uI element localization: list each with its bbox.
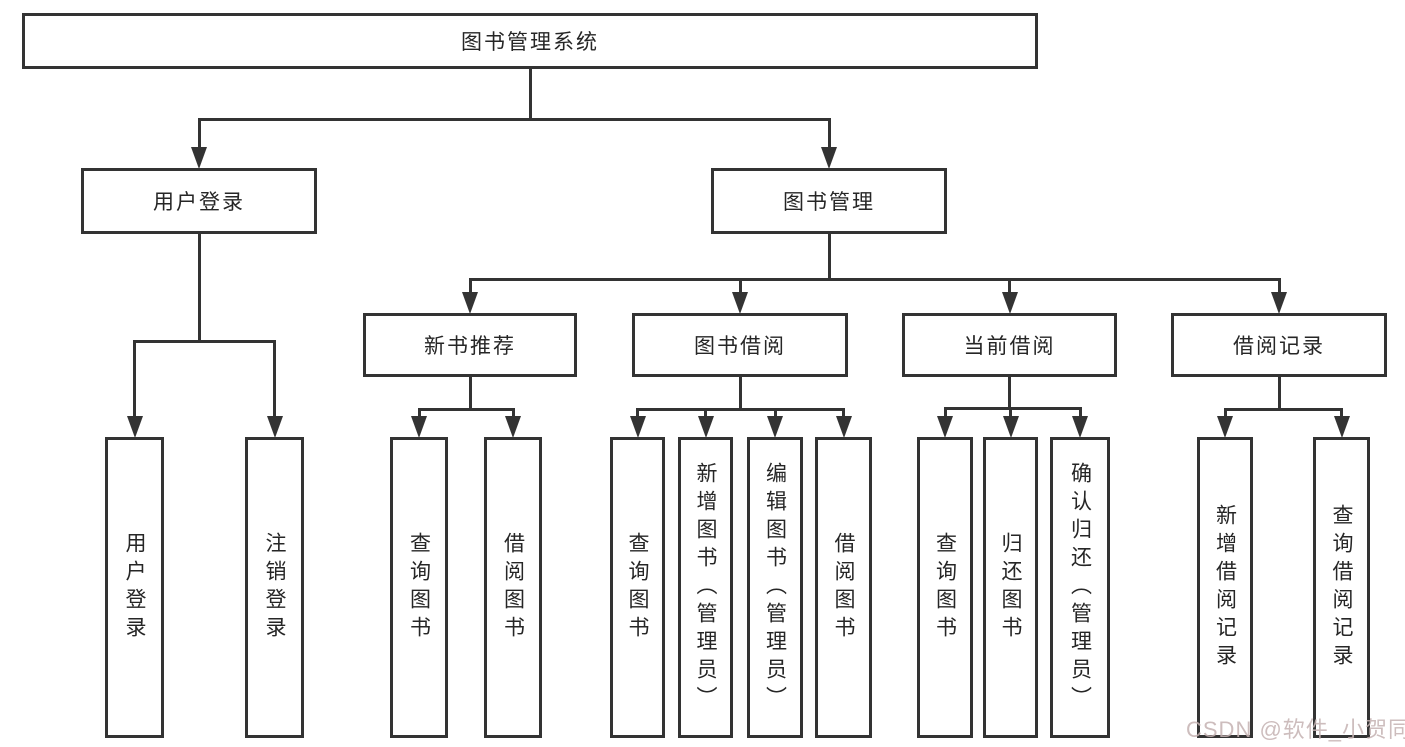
csdn-watermark: CSDN @软件_小贺同学 — [1186, 717, 1405, 742]
connector-line-vertical — [417, 408, 421, 418]
connector-line-vertical — [1223, 408, 1227, 418]
connector-line-vertical — [1078, 407, 1082, 418]
arrowhead-down-icon — [1333, 416, 1350, 438]
node-book-borrow-label: 图书借阅 — [694, 335, 786, 358]
node-leaf-query-borrow-record: 查询借阅记录 — [1313, 437, 1370, 738]
connector-line-vertical — [943, 407, 947, 418]
connector-line-vertical — [738, 278, 742, 294]
node-current-borrow-label: 当前借阅 — [963, 335, 1056, 358]
node-leaf-user-login-label: 用户登录 — [123, 531, 146, 644]
arrowhead-down-icon — [937, 416, 953, 438]
connector-line-vertical — [1277, 278, 1281, 294]
node-leaf-logout: 注销登录 — [245, 437, 304, 738]
connector-line-horizontal — [1223, 408, 1343, 411]
node-leaf-borrow-books-rec: 借阅图书 — [484, 437, 542, 738]
arrowhead-down-icon — [191, 147, 207, 169]
connector-line-vertical — [197, 234, 201, 343]
node-leaf-edit-books-admin: 编辑图书（管理员） — [747, 437, 803, 738]
node-library-system-label: 图书管理系统 — [461, 31, 599, 54]
node-borrow-record: 借阅记录 — [1171, 313, 1387, 377]
arrowhead-down-icon — [732, 292, 748, 314]
node-leaf-confirm-return-admin: 确认归还（管理员） — [1050, 437, 1110, 738]
node-book-management-label: 图书管理 — [783, 191, 875, 214]
arrowhead-down-icon — [1072, 416, 1088, 438]
connector-line-horizontal — [636, 408, 845, 411]
node-new-book-recommend: 新书推荐 — [363, 313, 577, 377]
node-book-borrow: 图书借阅 — [632, 313, 848, 377]
node-leaf-borrow-books: 借阅图书 — [815, 437, 872, 738]
arrowhead-down-icon — [697, 416, 714, 438]
node-leaf-query-books-current: 查询图书 — [917, 437, 973, 738]
node-leaf-query-books-rec: 查询图书 — [390, 437, 448, 738]
connector-line-vertical — [1009, 407, 1012, 418]
node-leaf-query-books-rec-label: 查询图书 — [407, 531, 431, 644]
arrowhead-down-icon — [821, 147, 837, 169]
node-leaf-add-books-admin-label: 新增图书（管理员） — [694, 461, 717, 714]
connector-line-horizontal — [417, 408, 515, 411]
connector-line-vertical — [1277, 377, 1281, 411]
connector-line-vertical — [1008, 377, 1011, 410]
node-leaf-query-borrow-record-label: 查询借阅记录 — [1330, 503, 1353, 672]
node-current-borrow: 当前借阅 — [902, 313, 1117, 377]
connector-line-vertical — [773, 408, 777, 418]
node-user-login-label: 用户登录 — [153, 191, 245, 214]
connector-line-vertical — [1008, 278, 1011, 294]
node-leaf-user-login: 用户登录 — [105, 437, 164, 738]
arrowhead-down-icon — [629, 416, 646, 438]
arrowhead-down-icon — [411, 416, 427, 438]
connector-line-vertical — [468, 278, 472, 294]
arrowhead-down-icon — [1217, 416, 1233, 438]
node-leaf-query-books-current-label: 查询图书 — [933, 531, 957, 644]
node-leaf-edit-books-admin-label: 编辑图书（管理员） — [763, 461, 787, 714]
connector-line-vertical — [273, 340, 276, 418]
arrowhead-down-icon — [505, 416, 521, 438]
arrowhead-down-icon — [1002, 416, 1019, 438]
node-leaf-query-books-borrow: 查询图书 — [610, 437, 665, 738]
connector-line-vertical — [827, 118, 831, 149]
connector-line-vertical — [636, 408, 639, 418]
node-leaf-return-books: 归还图书 — [983, 437, 1038, 738]
node-leaf-borrow-books-label: 借阅图书 — [832, 531, 855, 644]
arrowhead-down-icon — [1001, 292, 1018, 314]
connector-line-vertical — [511, 408, 515, 418]
connector-line-horizontal — [468, 278, 1281, 281]
node-user-login: 用户登录 — [81, 168, 317, 234]
connector-line-vertical — [133, 340, 136, 418]
node-new-book-recommend-label: 新书推荐 — [424, 335, 516, 358]
node-borrow-record-label: 借阅记录 — [1233, 335, 1325, 358]
connector-line-vertical — [528, 69, 532, 121]
connector-line-horizontal — [197, 118, 831, 121]
node-leaf-logout-label: 注销登录 — [263, 531, 286, 644]
arrowhead-down-icon — [126, 416, 143, 438]
node-leaf-add-borrow-record: 新增借阅记录 — [1197, 437, 1253, 738]
arrowhead-down-icon — [1271, 292, 1287, 314]
arrowhead-down-icon — [462, 292, 478, 314]
connector-line-vertical — [738, 377, 742, 411]
node-library-system: 图书管理系统 — [22, 13, 1038, 69]
connector-line-vertical — [1340, 408, 1343, 418]
node-leaf-return-books-label: 归还图书 — [999, 531, 1022, 644]
node-leaf-add-borrow-record-label: 新增借阅记录 — [1213, 503, 1237, 672]
arrowhead-down-icon — [266, 416, 283, 438]
connector-line-horizontal — [133, 340, 276, 343]
connector-line-vertical — [842, 408, 845, 418]
connector-line-horizontal — [943, 407, 1082, 410]
node-leaf-confirm-return-admin-label: 确认归还（管理员） — [1068, 461, 1092, 714]
node-leaf-add-books-admin: 新增图书（管理员） — [678, 437, 733, 738]
node-leaf-borrow-books-rec-label: 借阅图书 — [501, 531, 525, 644]
connector-line-vertical — [468, 377, 472, 411]
connector-line-vertical — [197, 118, 201, 149]
node-leaf-query-books-borrow-label: 查询图书 — [626, 531, 649, 644]
arrowhead-down-icon — [835, 416, 852, 438]
connector-line-vertical — [704, 408, 707, 418]
arrowhead-down-icon — [767, 416, 783, 438]
node-book-management: 图书管理 — [711, 168, 947, 234]
connector-line-vertical — [827, 234, 831, 281]
